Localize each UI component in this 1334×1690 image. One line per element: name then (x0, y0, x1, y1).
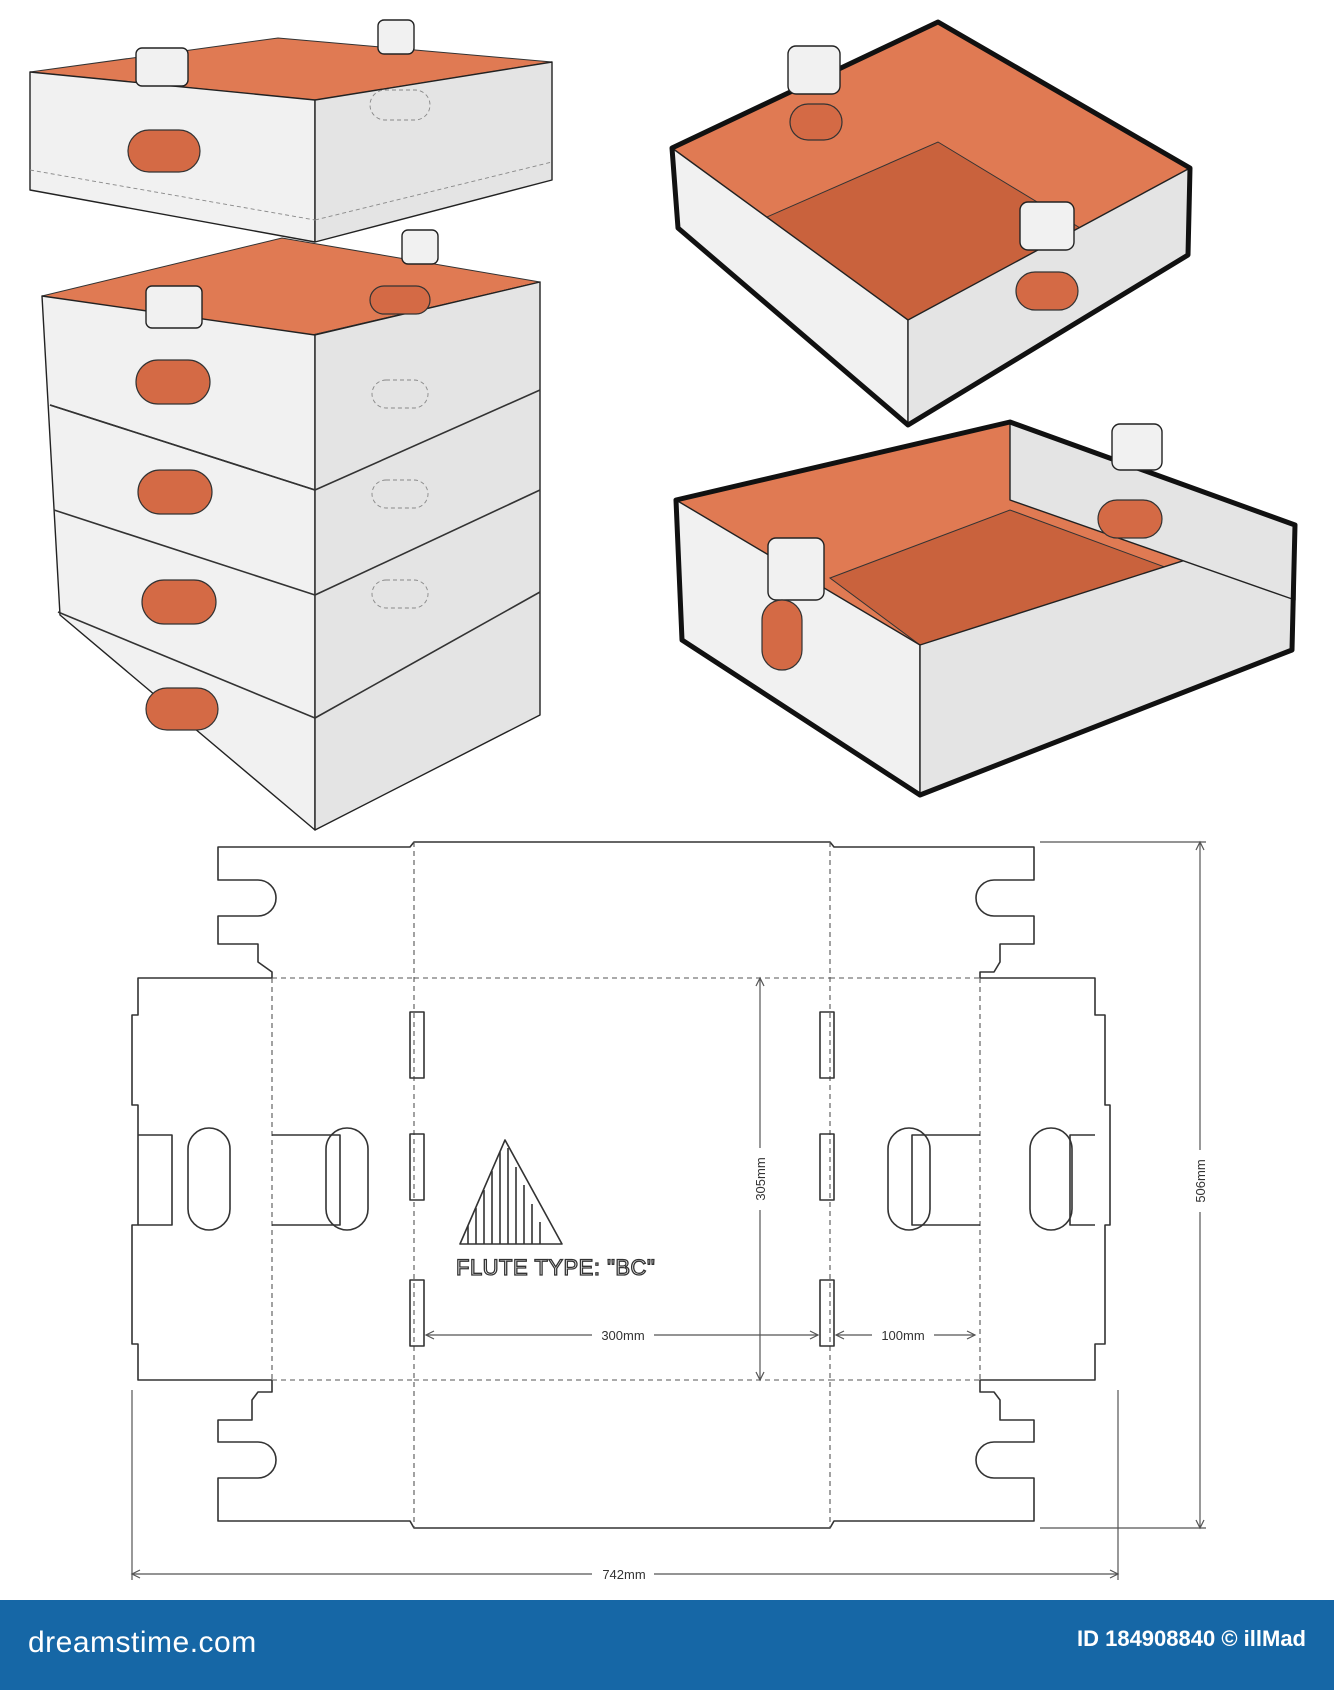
dimension-side-depth: 100mm (834, 1325, 977, 1343)
base-width-label: 300mm (601, 1328, 644, 1343)
tray-top (29, 19, 553, 243)
stacked-trays-illustration (29, 19, 553, 831)
handle-hole (187, 1127, 231, 1231)
dimension-base-height: 305mm (750, 976, 770, 1382)
slot (409, 1011, 425, 1079)
flute-triangle-icon (459, 1139, 563, 1245)
flute-type-label: FLUTE TYPE: "BC" (456, 1255, 655, 1280)
single-tray-side-view (673, 419, 1298, 798)
dieline-outline (131, 841, 1111, 1529)
dieline: FLUTE TYPE: "BC" 300mm 100mm 305mm (130, 840, 1210, 1582)
total-height-label: 506mm (1193, 1159, 1208, 1202)
image-id-credit: ID 184908840 © illMad (1076, 1626, 1306, 1651)
footer-bar: dreamstime.com ID 184908840 © illMad (0, 1600, 1334, 1690)
total-width-label: 742mm (602, 1567, 645, 1582)
dimension-base-width: 300mm (424, 1325, 820, 1343)
dimension-total-height: 506mm (1040, 840, 1210, 1530)
single-tray-top-view (669, 19, 1193, 428)
side-depth-label: 100mm (881, 1328, 924, 1343)
dimension-total-width: 742mm (130, 1390, 1120, 1582)
illustration-canvas: FLUTE TYPE: "BC" 300mm 100mm 305mm (29, 19, 1298, 1582)
base-height-label: 305mm (753, 1157, 768, 1200)
brand-wordmark[interactable]: dreamstime.com (28, 1626, 257, 1659)
tray-stack (41, 229, 541, 831)
